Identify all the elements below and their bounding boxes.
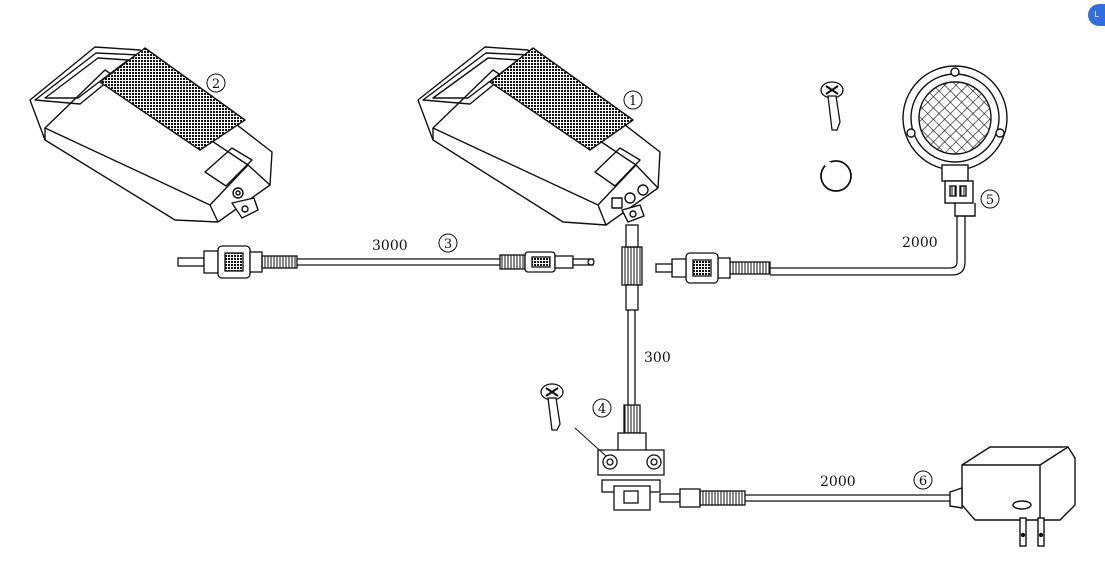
screw-icon-2 [820, 81, 844, 131]
callout-6-label: 6 [919, 474, 927, 489]
callout-5: 5 [980, 189, 1000, 209]
device-unit-2 [29, 46, 273, 223]
callout-4-label: 4 [598, 402, 606, 417]
microphone-module-5 [902, 65, 1008, 217]
corner-badge[interactable]: L [1088, 4, 1105, 26]
washer-ring-icon [820, 160, 852, 192]
leader-line-4 [574, 427, 607, 457]
callout-4: 4 [592, 398, 612, 418]
callout-1: 1 [623, 90, 643, 110]
cable-5-length: 2000 [902, 235, 938, 251]
cable-6-length: 2000 [820, 474, 856, 490]
callout-1-label: 1 [629, 94, 637, 109]
callout-5-label: 5 [986, 193, 994, 208]
callout-6: 6 [913, 470, 933, 490]
cable-3 [177, 245, 595, 279]
device-unit-1 [417, 46, 661, 226]
cable-3-length: 3000 [372, 238, 408, 254]
screw-icon [540, 383, 564, 431]
callout-2: 2 [206, 73, 226, 93]
callout-2-label: 2 [212, 77, 220, 92]
cable-4-length: 300 [644, 350, 671, 366]
callout-3-label: 3 [444, 237, 452, 252]
cable-5 [655, 216, 966, 284]
cable-4 [597, 224, 665, 511]
power-adapter-icon [949, 446, 1076, 547]
callout-3: 3 [438, 233, 458, 253]
cable-6 [659, 488, 950, 508]
